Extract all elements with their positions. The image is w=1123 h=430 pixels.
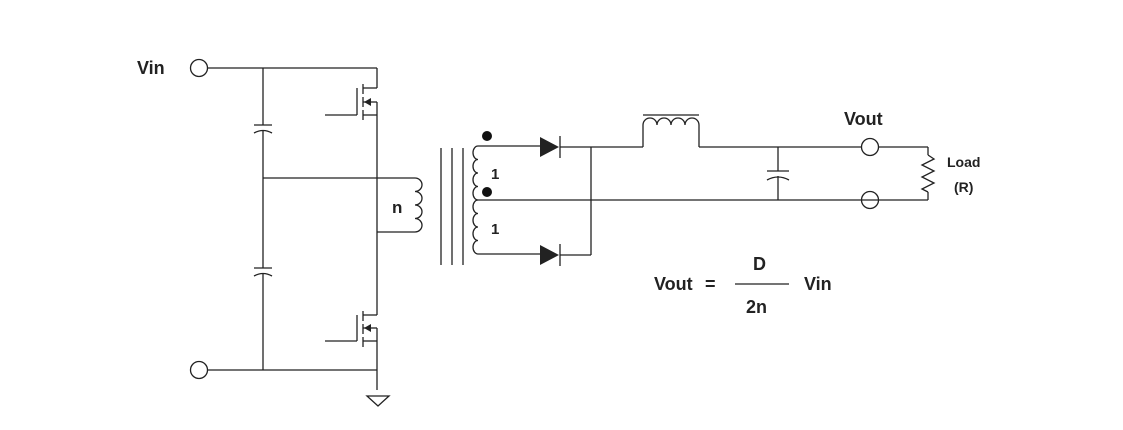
mosfet-high-side xyxy=(325,84,378,120)
secondary-side xyxy=(472,114,936,266)
primary-side xyxy=(189,58,423,407)
vin-label: Vin xyxy=(137,58,165,78)
vout-terminal-positive xyxy=(860,137,880,157)
vout-terminal-negative xyxy=(860,190,880,210)
formula-equals: = xyxy=(705,274,716,294)
vin-terminal xyxy=(189,58,209,78)
formula-rhs: Vin xyxy=(804,274,832,294)
polarity-dot-top xyxy=(482,131,492,141)
secondary-turns-top-label: 1 xyxy=(491,166,499,183)
vout-label: Vout xyxy=(844,109,883,129)
diode-bottom xyxy=(540,244,561,266)
output-inductor xyxy=(642,114,700,147)
formula-numerator: D xyxy=(753,254,766,274)
load-resistor xyxy=(920,147,936,200)
diode-top xyxy=(540,136,561,158)
secondary-winding-top xyxy=(472,145,520,201)
output-voltage-formula: Vout = D 2n Vin xyxy=(654,254,832,317)
load-label: Load xyxy=(947,154,980,170)
formula-lhs: Vout xyxy=(654,274,693,294)
load-value-label: (R) xyxy=(954,179,973,195)
secondary-winding-bottom xyxy=(472,199,540,255)
ground-terminal xyxy=(189,360,209,380)
secondary-turns-bottom-label: 1 xyxy=(491,221,499,238)
mosfet-low-side xyxy=(325,262,378,390)
formula-denominator: 2n xyxy=(746,297,767,317)
transformer-core xyxy=(440,148,464,265)
primary-turns-label: n xyxy=(392,198,402,217)
polarity-dot-middle xyxy=(482,187,492,197)
primary-winding xyxy=(410,177,423,233)
ground-icon xyxy=(365,395,391,407)
